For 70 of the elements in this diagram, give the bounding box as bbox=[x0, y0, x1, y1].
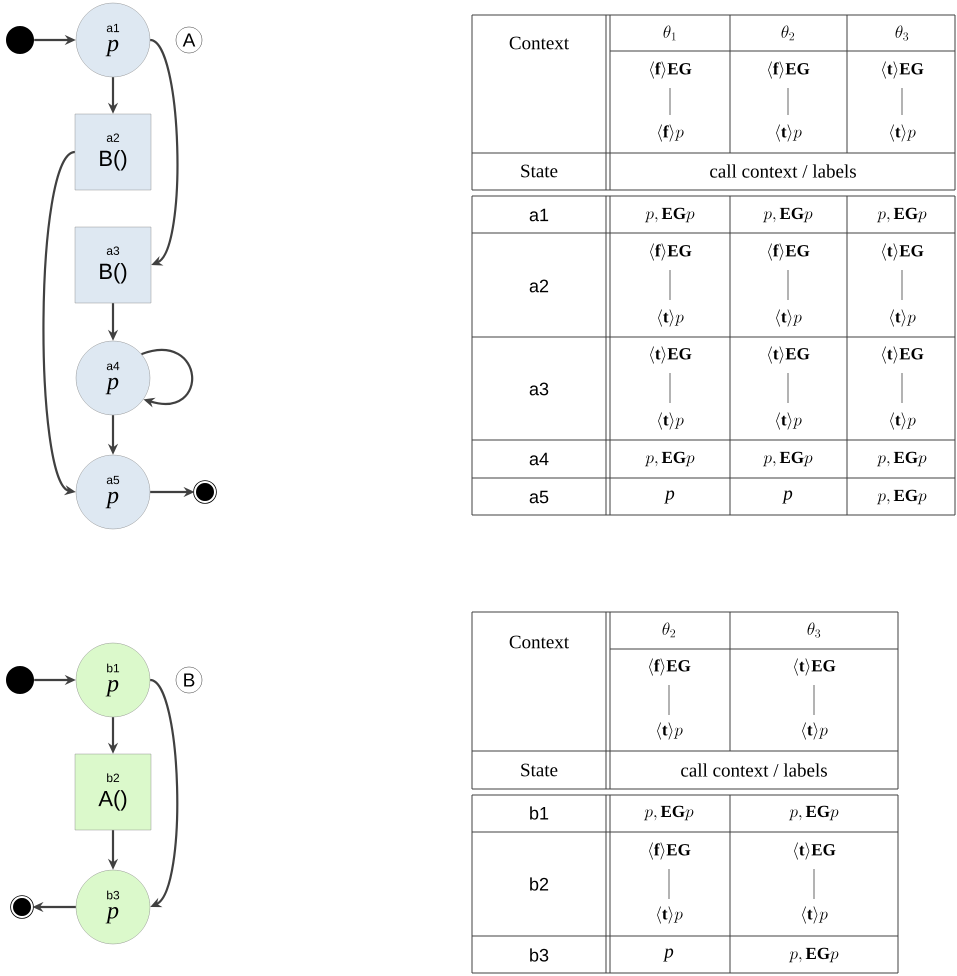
row-label: a5 bbox=[530, 490, 548, 504]
column-header: Context bbox=[510, 636, 569, 648]
row-header: State bbox=[521, 164, 558, 178]
cell-value: $p, \mathbf{EG}p$ bbox=[644, 452, 694, 466]
cell-value: $\langle\mathbf{f}\rangle\mathbf{EG}$ bbox=[650, 243, 692, 261]
cell-value: $\langle\mathbf{t}\rangle\mathbf{EG}$ bbox=[768, 346, 810, 364]
component-label: A bbox=[176, 26, 202, 54]
cell-value: $\langle\mathbf{t}\rangle p$ bbox=[890, 412, 916, 430]
end-dot bbox=[10, 895, 34, 919]
cell-value: $p, \mathbf{EG}p$ bbox=[762, 452, 812, 466]
row-label: b2 bbox=[530, 877, 548, 891]
start-dot bbox=[6, 26, 34, 54]
cell-value: $p, \mathbf{EG}p$ bbox=[788, 806, 838, 820]
row-label: a2 bbox=[530, 280, 548, 292]
cell-value: $\langle\mathbf{t}\rangle p$ bbox=[776, 124, 802, 142]
cell-value: $\langle\mathbf{t}\rangle p$ bbox=[890, 309, 916, 327]
cell-value: $\langle\mathbf{t}\rangle\mathbf{EG}$ bbox=[882, 346, 924, 364]
call-box: a3 B() bbox=[74, 226, 152, 304]
cell-value: $\langle\mathbf{t}\rangle p$ bbox=[658, 309, 684, 327]
cell-value: $\langle\mathbf{f}\rangle\mathbf{EG}$ bbox=[649, 658, 690, 676]
component-label: B bbox=[176, 666, 202, 694]
cell-value: $p, \mathbf{EG}p$ bbox=[788, 948, 838, 962]
row-label: a4 bbox=[530, 452, 548, 466]
cell-value: p bbox=[664, 490, 674, 504]
column-header: $\theta_3$ bbox=[808, 622, 820, 638]
row-label: a3 bbox=[530, 382, 548, 396]
cell-value: $\langle\mathbf{t}\rangle p$ bbox=[802, 722, 828, 740]
column-header: $\theta_2$ bbox=[782, 26, 794, 40]
cell-value: $\langle\mathbf{t}\rangle\mathbf{EG}$ bbox=[650, 346, 692, 364]
column-header: call context / labels bbox=[681, 763, 827, 777]
arrow bbox=[150, 39, 178, 266]
cell-value: p bbox=[782, 490, 792, 504]
column-header: Context bbox=[510, 36, 569, 50]
column-header: $\theta_1$ bbox=[664, 26, 676, 40]
cell-value: $\langle\mathbf{t}\rangle p$ bbox=[657, 722, 683, 740]
cell-value: $\langle\mathbf{f}\rangle\mathbf{EG}$ bbox=[768, 243, 810, 261]
row-label: b1 bbox=[530, 806, 548, 820]
cell-value: $\langle\mathbf{t}\rangle\mathbf{EG}$ bbox=[794, 658, 836, 676]
call-box: b2 A() bbox=[74, 754, 152, 830]
start-dot bbox=[6, 666, 34, 694]
column-header: call context / labels bbox=[710, 164, 856, 178]
cell-value: $p, \mathbf{EG}p$ bbox=[876, 490, 926, 504]
cell-value: $\langle\mathbf{f}\rangle\mathbf{EG}$ bbox=[650, 61, 692, 79]
cell-value: $\langle\mathbf{f}\rangle\mathbf{EG}$ bbox=[768, 61, 810, 79]
cell-value: $\langle\mathbf{t}\rangle p$ bbox=[802, 906, 828, 924]
cell-value: $\langle\mathbf{f}\rangle p$ bbox=[658, 124, 684, 142]
call-box: a2 B() bbox=[74, 114, 152, 190]
cell-value: $p, \mathbf{EG}p$ bbox=[644, 806, 694, 820]
column-header: $\theta_3$ bbox=[896, 26, 908, 41]
arrow bbox=[150, 679, 178, 908]
column-header: $\theta_2$ bbox=[662, 622, 676, 638]
cell-value: $\langle\mathbf{f}\rangle\mathbf{EG}$ bbox=[649, 842, 690, 860]
cell-value: $p, \mathbf{EG}p$ bbox=[876, 208, 926, 222]
cell-value: p bbox=[663, 948, 674, 962]
cell-value: $\langle\mathbf{t}\rangle p$ bbox=[657, 906, 683, 924]
row-header: State bbox=[521, 764, 558, 776]
cell-value: $\langle\mathbf{t}\rangle p$ bbox=[658, 412, 684, 430]
cell-value: $p, \mathbf{EG}p$ bbox=[876, 452, 926, 466]
cell-value: $\langle\mathbf{t}\rangle p$ bbox=[776, 412, 802, 430]
arrow bbox=[141, 349, 194, 408]
cell-value: $\langle\mathbf{t}\rangle\mathbf{EG}$ bbox=[882, 243, 924, 261]
cell-value: $\langle\mathbf{t}\rangle p$ bbox=[890, 124, 916, 142]
row-label: a1 bbox=[530, 208, 548, 222]
cell-value: $p, \mathbf{EG}p$ bbox=[762, 208, 812, 222]
row-label: b3 bbox=[530, 948, 548, 962]
cell-value: $\langle\mathbf{t}\rangle p$ bbox=[776, 309, 802, 327]
cell-value: $\langle\mathbf{t}\rangle\mathbf{EG}$ bbox=[794, 842, 836, 860]
cell-value: $p, \mathbf{EG}p$ bbox=[644, 208, 694, 222]
end-dot bbox=[193, 480, 217, 504]
cell-value: $\langle\mathbf{t}\rangle\mathbf{EG}$ bbox=[882, 61, 924, 79]
